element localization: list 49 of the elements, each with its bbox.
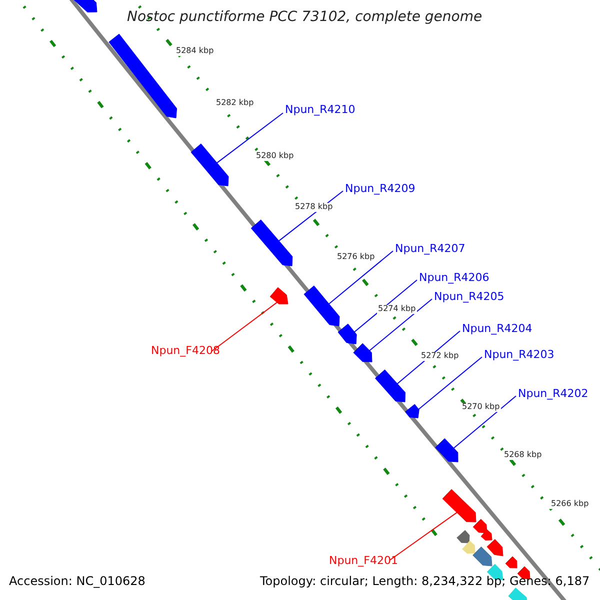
tick-label: 5272 kbp: [420, 352, 460, 361]
tick-label: 5278 kbp: [294, 203, 334, 212]
gene-label: Npun_R4207: [395, 243, 466, 256]
gene-feature: [472, 546, 492, 566]
gene-label: Npun_R4209: [345, 183, 416, 196]
gene-feature: [304, 286, 340, 326]
leader-line: [216, 112, 284, 164]
gene-feature: [338, 324, 357, 344]
gene-feature: [462, 540, 476, 554]
gene-feature: [405, 404, 420, 418]
gene-feature: [190, 144, 229, 186]
tick-label: 5270 kbp: [461, 403, 501, 412]
gene-feature: [505, 556, 518, 568]
gene-feature: [480, 529, 492, 540]
gene-label: Npun_R4210: [285, 104, 356, 116]
leader-line: [452, 396, 516, 450]
gene-label: Npun_R4203: [484, 349, 554, 362]
gene-feature: [486, 539, 504, 556]
tick-label: 5280 kbp: [255, 152, 295, 161]
tick-label: 5274 kbp: [377, 305, 417, 314]
gene-label: Npun_F4201: [329, 555, 398, 568]
leader-line: [390, 511, 458, 560]
gene-label: Npun_F4208: [151, 345, 220, 358]
leader-line: [212, 301, 278, 352]
gene-label: Npun_R4204: [462, 323, 532, 336]
tick-label: 5266 kbp: [550, 500, 590, 509]
leader-line: [328, 250, 394, 305]
gene-feature: [472, 518, 488, 534]
leader-line: [417, 356, 482, 410]
gene-label: Npun_R4206: [419, 272, 490, 284]
tick-label: 5282 kbp: [215, 99, 255, 108]
gene-feature: [435, 438, 458, 462]
tick-label: 5284 kbp: [175, 47, 215, 56]
gene-feature: [442, 489, 476, 522]
tick-label: 5268 kbp: [503, 451, 543, 460]
gene-feature: [353, 343, 372, 362]
gene-feature: [250, 220, 293, 266]
tick-label: 5276 kbp: [336, 253, 376, 262]
gene-feature: [108, 34, 178, 118]
gene-feature: [508, 588, 528, 600]
gene-label: Npun_R4205: [434, 291, 504, 304]
info-text: Topology: circular; Length: 8,234,322 bp; Genes: 6,187: [260, 575, 590, 588]
title: Nostoc punctiforme PCC 73102, complete genome: [127, 10, 482, 26]
info-text: Accession: NC_010628: [9, 575, 146, 588]
gene-feature: [270, 287, 288, 304]
gene-feature: [374, 369, 406, 402]
leader-line: [368, 298, 432, 352]
gene-feature: [456, 530, 470, 544]
gene-label: Npun_R4202: [518, 388, 588, 400]
